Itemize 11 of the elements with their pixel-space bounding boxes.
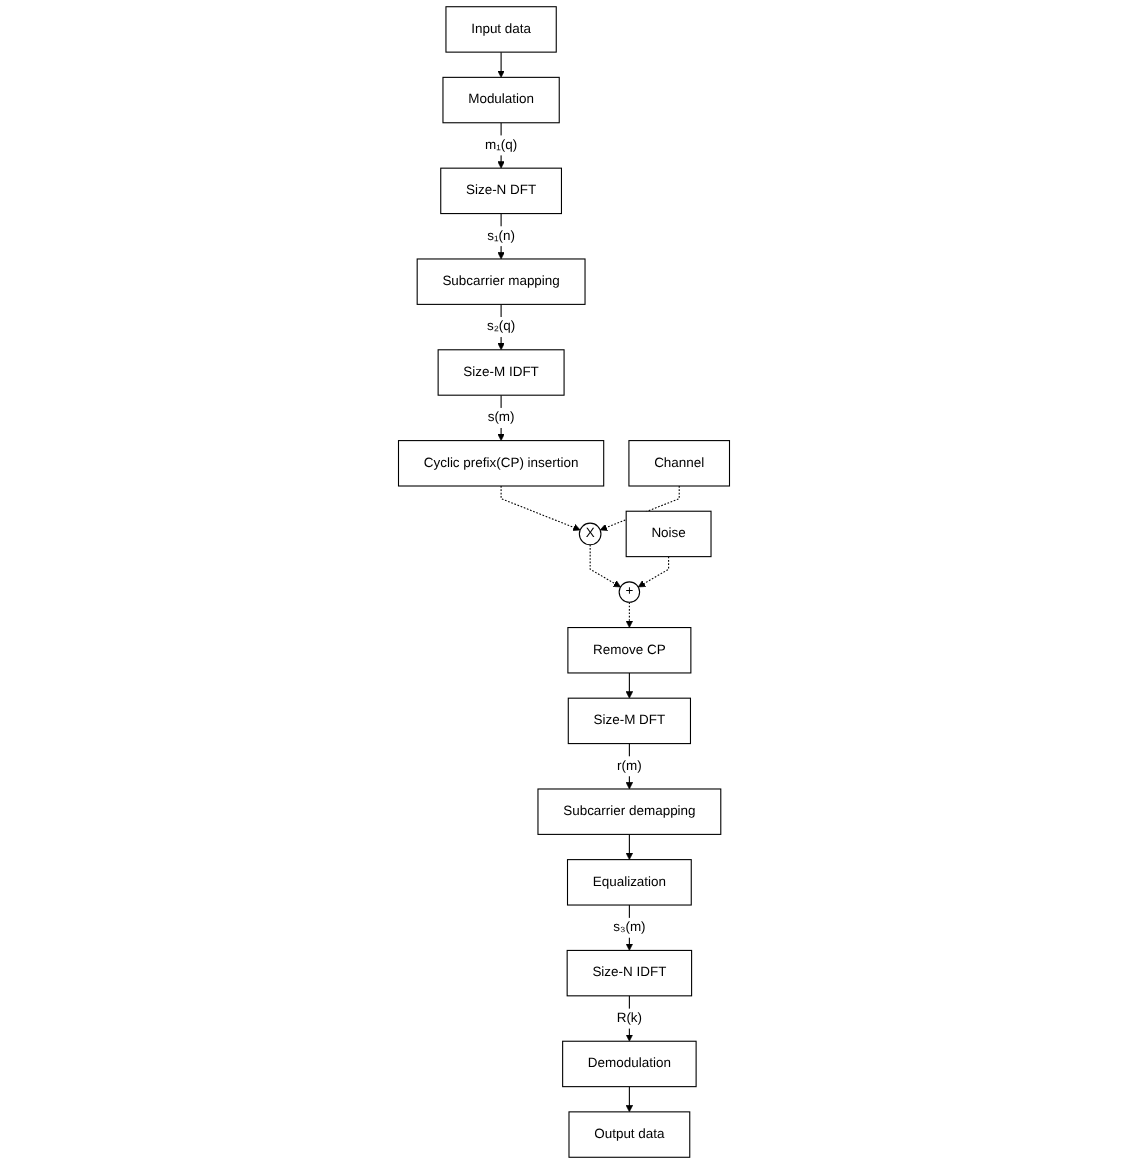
arrow xyxy=(497,51,505,78)
arrow xyxy=(589,544,621,588)
arrow xyxy=(625,833,634,860)
arrow xyxy=(625,1086,634,1113)
arrow xyxy=(625,601,634,628)
arrow xyxy=(599,485,680,531)
arrow xyxy=(500,485,581,531)
arrow xyxy=(625,743,634,790)
arrow xyxy=(497,394,505,441)
arrow xyxy=(637,556,670,588)
arrow xyxy=(625,672,634,699)
